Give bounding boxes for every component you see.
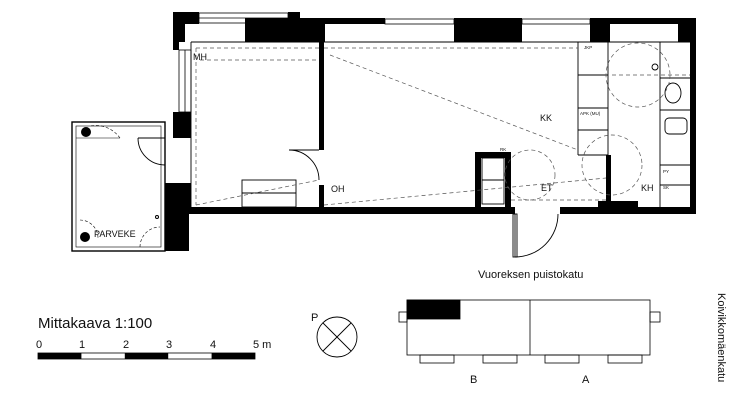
room-label-oh: OH xyxy=(331,184,345,194)
scale-title: Mittakaava 1:100 xyxy=(38,315,152,332)
scale-tick-0: 0 xyxy=(36,339,42,351)
windows xyxy=(178,12,591,113)
dashed-lines xyxy=(195,42,690,206)
outer-walls xyxy=(165,12,696,251)
scale-tick-3: 3 xyxy=(166,339,172,351)
room-label-et: ET xyxy=(541,183,553,193)
scale-tick-4: 4 xyxy=(210,339,216,351)
fixture-label-rk: RK xyxy=(500,147,506,152)
site-plan xyxy=(398,299,661,364)
street-label-right: Koivikkomäenkatu xyxy=(715,293,727,382)
building-label-b: B xyxy=(470,374,477,386)
compass-label: P xyxy=(311,312,318,324)
fixture-label-py: PY xyxy=(663,169,669,174)
balcony xyxy=(71,121,166,252)
scale-tick-1: 1 xyxy=(79,339,85,351)
room-label-parveke: PARVEKE xyxy=(94,229,136,239)
scale-bar xyxy=(37,352,256,360)
room-label-kk: KK xyxy=(540,113,552,123)
scale-tick-2: 2 xyxy=(123,339,129,351)
building-label-a: A xyxy=(582,374,590,386)
fixture-label-apk: APK (MU) xyxy=(580,111,601,116)
interior-lines xyxy=(190,41,690,208)
room-label-kh: KH xyxy=(641,183,654,193)
fixture-label-jkp: JKP xyxy=(584,45,592,50)
room-label-mh: MH xyxy=(193,52,207,62)
street-label-top: Vuoreksen puistokatu xyxy=(478,269,583,281)
scale-tick-5: 5 m xyxy=(253,339,271,351)
north-compass xyxy=(316,316,358,358)
fixture-label-sk: SK xyxy=(663,185,669,190)
